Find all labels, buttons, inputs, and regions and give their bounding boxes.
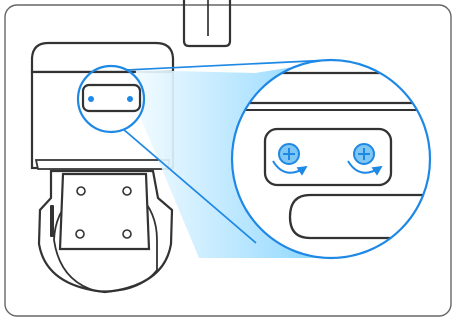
mount-hole-bottom-left — [75, 229, 85, 239]
zoom-screw-right-rotation-arrow — [347, 160, 383, 176]
small-screw-right — [127, 96, 133, 102]
callout-line-top — [125, 59, 332, 71]
lens-face — [58, 172, 151, 251]
zoom-screw-left-rotation-arrow — [272, 160, 308, 176]
small-callout-circle — [76, 64, 146, 134]
side-clip — [50, 205, 54, 237]
zoom-circle-border — [230, 58, 432, 260]
small-screw-cover — [81, 83, 142, 113]
antenna — [182, 0, 232, 48]
camera-housing-top — [30, 41, 175, 74]
callout-line-bottom — [122, 128, 257, 244]
mount-hole-top-left — [76, 186, 86, 196]
mount-hole-top-right — [122, 186, 132, 196]
small-screw-left — [88, 96, 94, 102]
camera-lower-ring — [34, 159, 171, 170]
mount-hole-bottom-right — [122, 229, 132, 239]
